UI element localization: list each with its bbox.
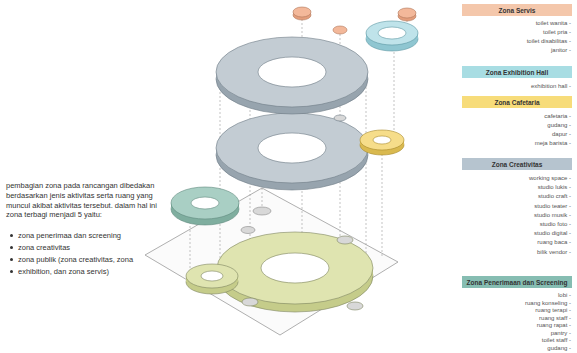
service-cores (293, 7, 416, 34)
ring-hole (258, 133, 326, 163)
small-circle (241, 227, 255, 234)
ring-top (366, 21, 418, 45)
room-item: bilik vendor - (537, 249, 571, 256)
projection-line (366, 75, 367, 262)
room-item: dapur - (552, 131, 571, 138)
small-circle (242, 298, 258, 306)
bullet-dot (10, 234, 13, 237)
zone-band: Zona Servis (462, 4, 572, 16)
room-item: studio digital - (534, 230, 571, 237)
bullet-dot (10, 258, 13, 261)
ring-top (171, 187, 239, 219)
room-item: exhibition hall - (531, 83, 571, 90)
room-item: toilet wanita - (536, 20, 571, 27)
third-floor (216, 113, 404, 190)
zone-band: Zona Creativitas (462, 158, 572, 170)
room-item: pantry - (551, 330, 571, 337)
room-item: studio lukis - (538, 184, 571, 191)
ring-top (186, 264, 238, 288)
room-item: meja barista - (535, 140, 571, 147)
ring-top (216, 113, 368, 183)
room-item: ruang konseling - (525, 300, 571, 307)
room-item: ruang terapi - (535, 307, 571, 314)
ground-floor (186, 232, 373, 312)
small-circle (337, 236, 353, 244)
bullet-text: zona creativitas (18, 243, 70, 252)
zone-heading: Zona Creativitas (492, 161, 543, 168)
small-circle (347, 302, 363, 310)
zone-heading: Zona Exhibition Hall (486, 69, 548, 76)
bullet-dot (10, 246, 13, 249)
description-text: pembagian zona pada rancangan dibedakan … (6, 181, 166, 220)
ring-hole (378, 27, 406, 39)
bullet-text: zona penerimaa dan screening (18, 231, 121, 240)
ring-hole (258, 57, 326, 87)
room-item: lobi - (558, 292, 571, 299)
second-floor (171, 187, 271, 234)
zone-band: Zona Exhibition Hall (462, 66, 572, 78)
room-item: toilet disabilitas - (527, 38, 571, 45)
ground-plane (145, 188, 398, 335)
room-item: gudang - (547, 122, 571, 129)
bullet-text: zona publik (zona creativitas, zona (18, 255, 133, 264)
zone-heading: Zona Penerimaan dan Screening (467, 279, 568, 286)
room-item: working space - (529, 175, 571, 182)
ring-top (216, 37, 368, 107)
projection-line (382, 150, 383, 258)
bullet-dot (10, 270, 13, 273)
zone-band: Zona Cafetaria (462, 96, 572, 108)
room-item: gudang - (547, 345, 571, 352)
service-core (398, 8, 416, 18)
room-item: ruang rapat - (537, 322, 571, 329)
ring-hole (261, 253, 329, 283)
room-item: studio foto - (540, 221, 571, 228)
small-circle (253, 207, 271, 215)
room-item: studio musik - (534, 212, 571, 219)
service-core (293, 7, 311, 17)
bullet-text: exhibition, dan zona servis) (18, 267, 109, 276)
ring-top (217, 232, 373, 304)
room-item: studio teater - (534, 203, 571, 210)
room-item: ruang baca - (537, 239, 571, 246)
service-core (333, 26, 347, 34)
room-item: toilet pria - (543, 29, 571, 36)
room-item: toilet staff - (542, 337, 571, 344)
zone-band: Zona Penerimaan dan Screening (462, 276, 572, 288)
ring-top (360, 130, 404, 150)
room-item: studio craft - (538, 193, 571, 200)
zone-heading: Zona Servis (499, 7, 536, 14)
fourth-floor (216, 21, 418, 114)
ring-hole (201, 271, 223, 281)
room-item: ruang staff - (539, 315, 571, 322)
zone-heading: Zona Cafetaria (494, 99, 539, 106)
small-circle (334, 115, 346, 121)
room-item: janitor - (551, 47, 571, 54)
projection-line (394, 40, 395, 135)
projection-line (220, 80, 221, 268)
room-item: cafetaria - (544, 113, 571, 120)
ring-hole (373, 136, 391, 144)
ring-hole (191, 197, 219, 209)
